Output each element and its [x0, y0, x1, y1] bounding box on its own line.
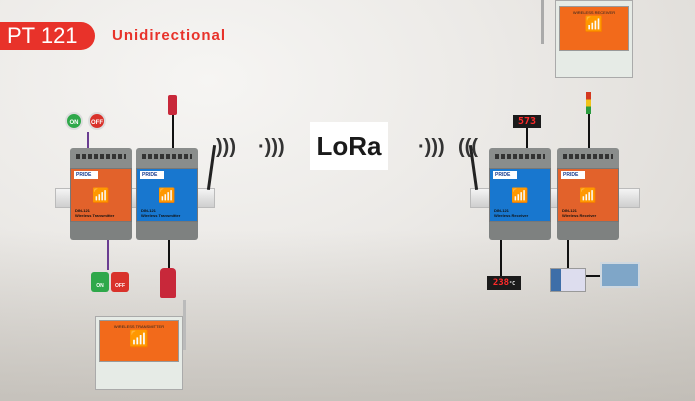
- signal-waves-icon: ))): [216, 136, 236, 158]
- output-arrow: [567, 240, 569, 268]
- on-switch-icon: ON: [91, 272, 109, 292]
- tower-light-icon: [586, 92, 591, 114]
- scada-monitor-icon: [600, 262, 640, 288]
- plc-icon: [550, 268, 586, 292]
- antenna-icon: [183, 300, 186, 350]
- module-model: DIN-121: [562, 208, 577, 213]
- output-arrow: [588, 114, 590, 150]
- brand-logo: PRIDE: [140, 171, 164, 179]
- on-button-icon: ON: [65, 112, 83, 130]
- wifi-icon: 📶: [129, 331, 149, 348]
- sensor-arrow: [172, 115, 174, 150]
- output-arrow: [586, 275, 600, 277]
- signal-waves-icon: ·))): [258, 136, 285, 158]
- wifi-icon: 📶: [92, 187, 110, 203]
- wifi-icon: 📶: [511, 187, 529, 203]
- display-top: 573: [513, 115, 541, 128]
- module-model: DIN-121: [141, 208, 156, 213]
- enclosure-label: WIRELESS TRANSMITTER: [113, 324, 165, 329]
- module-type: Wireless Receiver: [562, 213, 597, 218]
- output-arrow: [500, 240, 502, 276]
- module-model: DIN-121: [75, 208, 90, 213]
- antenna-icon: [541, 0, 544, 44]
- brand-logo: PRIDE: [493, 171, 517, 179]
- mode-title: Unidirectional: [112, 27, 227, 44]
- wireless-receiver-enclosure: WIRELESS RECEIVER📶: [555, 0, 633, 78]
- lora-logo: LoRa: [310, 122, 388, 170]
- pressure-sensor-icon: [160, 268, 176, 298]
- display-value: 238: [492, 278, 510, 288]
- input-arrow: [87, 132, 89, 150]
- off-button-icon: OFF: [88, 112, 106, 130]
- signal-waves-icon: (((: [458, 136, 478, 158]
- brand-logo: PRIDE: [561, 171, 585, 179]
- output-arrow: [526, 128, 528, 150]
- temperature-sensor-icon: [168, 95, 177, 115]
- wifi-icon: 📶: [158, 187, 176, 203]
- wifi-icon: 📶: [584, 16, 604, 33]
- enclosure-label: WIRELESS RECEIVER: [572, 10, 616, 15]
- module-model: DIN-121: [494, 208, 509, 213]
- model-badge: PT 121: [0, 22, 95, 50]
- sensor-arrow: [168, 240, 170, 268]
- display-bottom: 238°C: [487, 276, 521, 290]
- module-type: Wireless Transmitter: [141, 213, 181, 218]
- wifi-icon: 📶: [579, 187, 597, 203]
- module-type: Wireless Receiver: [494, 213, 529, 218]
- off-switch-icon: OFF: [111, 272, 129, 292]
- wireless-transmitter-enclosure: WIRELESS TRANSMITTER 📶: [95, 316, 183, 390]
- input-arrow: [107, 240, 109, 270]
- brand-logo: PRIDE: [74, 171, 98, 179]
- display-unit: °C: [509, 281, 516, 287]
- signal-waves-icon: ·))): [418, 136, 445, 158]
- module-type: Wireless Transmitter: [75, 213, 115, 218]
